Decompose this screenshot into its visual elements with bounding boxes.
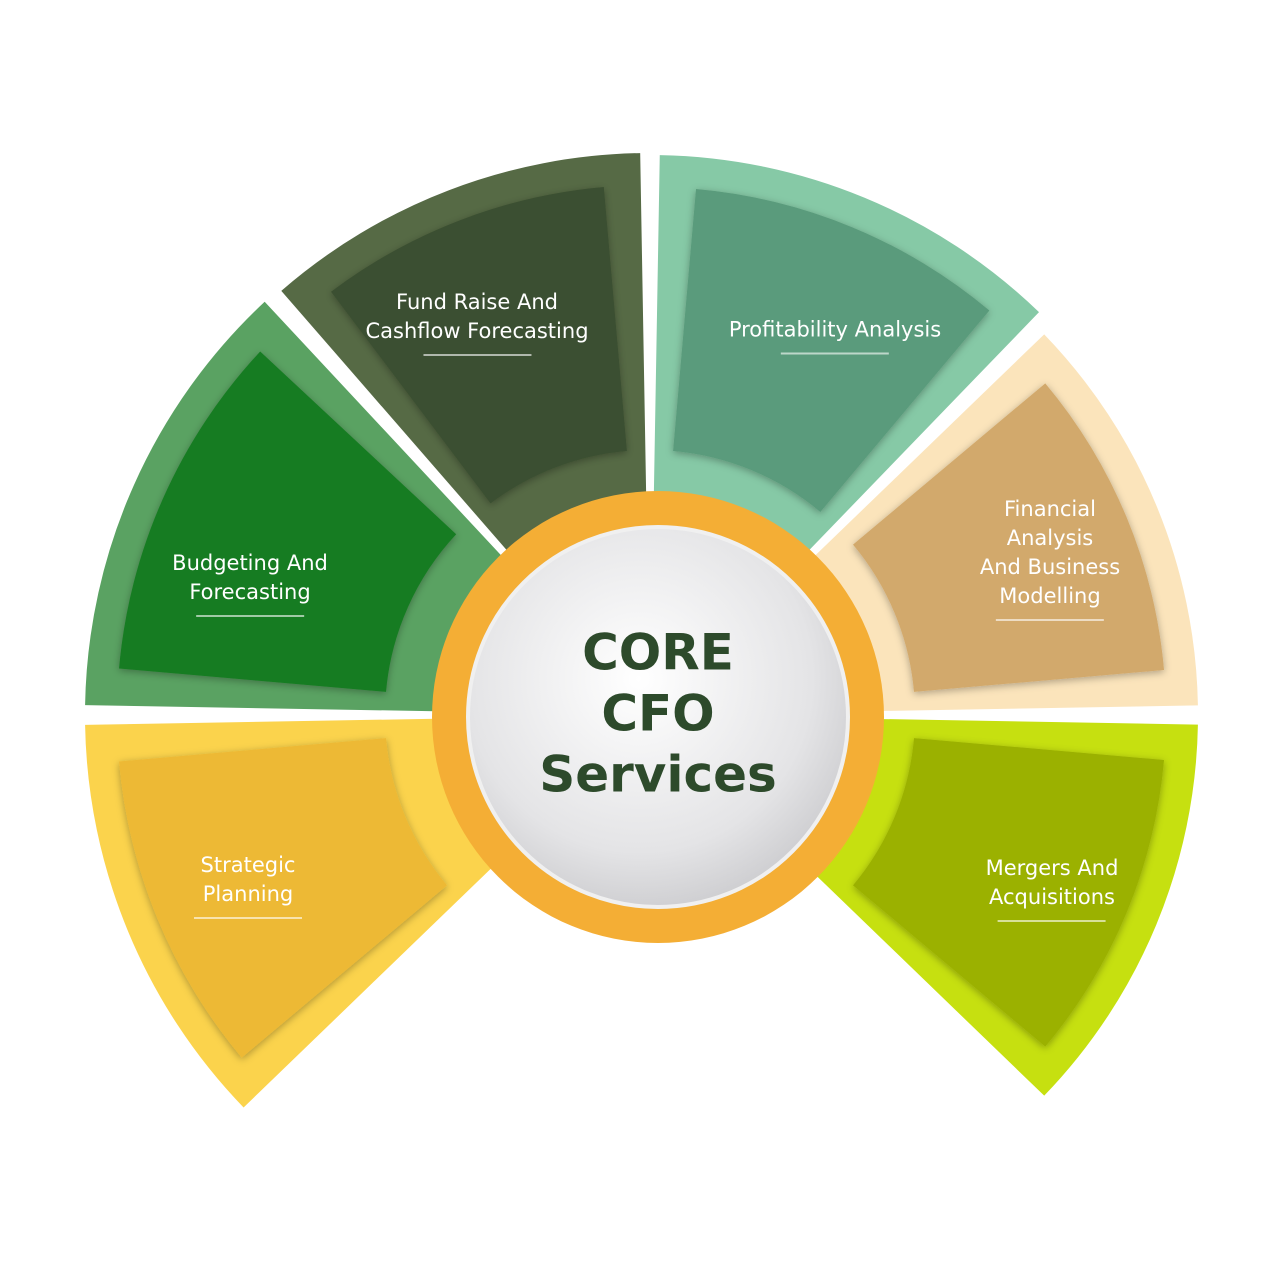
segment-inner-panel — [119, 351, 457, 692]
label-underline — [995, 619, 1104, 621]
segment-budgeting — [85, 301, 509, 712]
segment-label-line: Fund Raise And — [396, 290, 558, 314]
label-underline — [422, 354, 531, 356]
segment-profitability — [653, 155, 1040, 566]
segment-label-line: Mergers And — [985, 856, 1119, 880]
label-underline — [194, 917, 302, 919]
center-title-line: CFO — [601, 684, 715, 743]
segment-label-line: Profitability Analysis — [728, 317, 942, 342]
segment-financial-analysis — [799, 334, 1198, 712]
segment-label-line: Budgeting And — [172, 551, 328, 575]
segment-strategic-planning — [85, 718, 501, 1108]
segment-label-profitability: Profitability Analysis — [729, 316, 941, 355]
segment-inner-panel — [331, 187, 627, 504]
segment-label-line: Modelling — [999, 584, 1101, 608]
segment-label-line: Strategic — [200, 853, 296, 877]
segment-label-line: Acquisitions — [989, 885, 1115, 909]
label-underline — [196, 615, 304, 617]
center-core — [466, 525, 850, 909]
segment-label-line: Forecasting — [189, 580, 311, 604]
segment-inner-panel — [853, 738, 1165, 1047]
segment-inner-panel — [119, 738, 447, 1058]
center-title: CORE CFO Services — [539, 623, 777, 806]
segment-inner-panel — [853, 383, 1165, 692]
segment-label-line: Cashflow Forecasting — [365, 319, 589, 343]
segment-label-line: Planning — [202, 882, 294, 906]
segment-mergers — [799, 718, 1198, 1096]
label-underline — [998, 920, 1106, 922]
center-title-line: CORE — [582, 623, 734, 682]
center-title-line: Services — [539, 745, 777, 804]
segment-label-line: And Business — [979, 555, 1121, 579]
label-underline — [781, 352, 889, 355]
segment-label-line: Analysis — [1006, 526, 1094, 550]
segment-label-line: Financial — [1004, 497, 1096, 521]
segment-inner-panel — [673, 189, 990, 512]
